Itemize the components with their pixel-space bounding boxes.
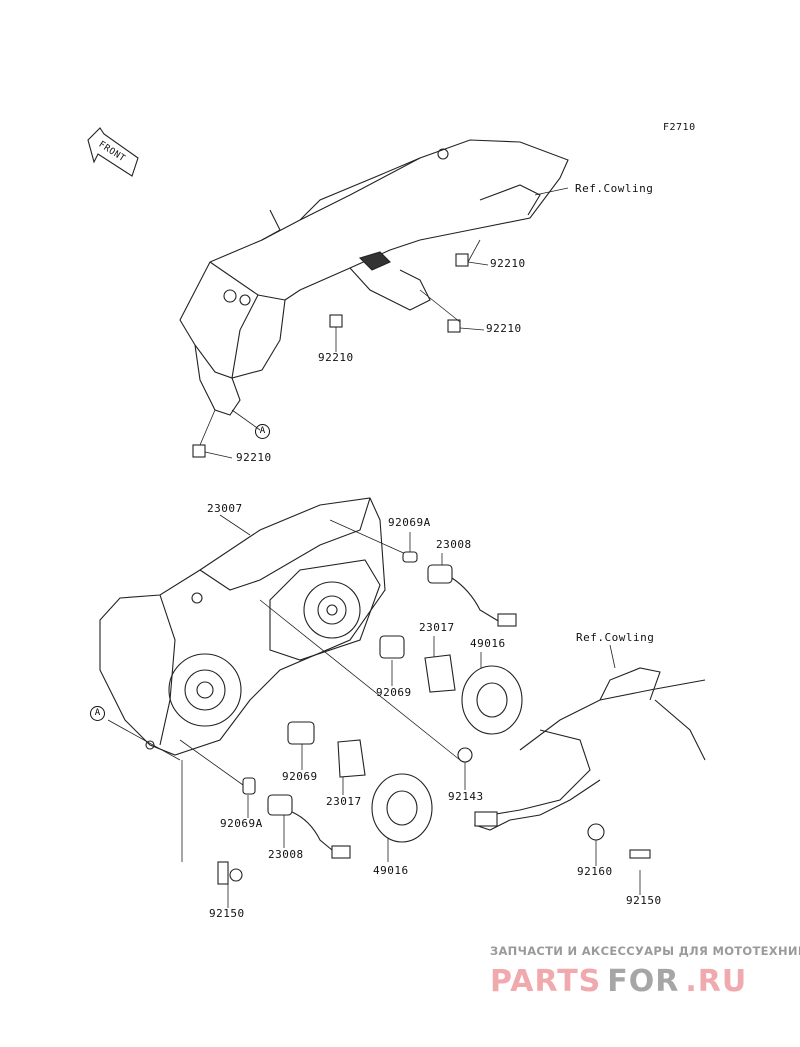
part-label[interactable]: 49016	[470, 637, 506, 650]
part-label[interactable]: 23007	[207, 502, 243, 515]
part-label[interactable]: 49016	[373, 864, 409, 877]
inner-cowling-drawing	[179, 139, 569, 416]
part-label[interactable]: 23008	[268, 848, 304, 861]
clip-92210	[192, 253, 469, 458]
callout-a-top: A	[255, 424, 270, 439]
watermark-tagline: ЗАПЧАСТИ И АКСЕССУАРЫ ДЛЯ МОТОТЕХНИКИ	[490, 944, 800, 958]
watermark-logo-part: FOR	[607, 964, 680, 999]
part-label[interactable]: 92069	[282, 770, 318, 783]
part-label[interactable]: 92210	[318, 351, 354, 364]
part-label[interactable]: 92150	[626, 894, 662, 907]
part-label[interactable]: 92210	[486, 322, 522, 335]
diagram-code: F2710	[663, 122, 696, 133]
headlight-assembly-drawing	[99, 497, 386, 756]
part-label[interactable]: 23008	[436, 538, 472, 551]
part-label[interactable]: 92210	[236, 451, 272, 464]
part-label[interactable]: 23017	[326, 795, 362, 808]
part-label[interactable]: 92069A	[220, 817, 263, 830]
part-label[interactable]: 92143	[448, 790, 484, 803]
leader-lines	[107, 187, 641, 908]
bulbs-drawing	[217, 551, 651, 885]
part-label[interactable]: 92069	[376, 686, 412, 699]
part-label[interactable]: 92210	[490, 257, 526, 270]
part-label[interactable]: 92069A	[388, 516, 431, 529]
part-label[interactable]: 23017	[419, 621, 455, 634]
watermark-logo-part: PARTS	[490, 964, 602, 999]
watermark-logo-part: .RU	[685, 964, 748, 999]
part-label[interactable]: 92160	[577, 865, 613, 878]
part-label[interactable]: 92150	[209, 907, 245, 920]
ref-cowling-label-top: Ref.Cowling	[575, 182, 654, 195]
front-arrow-icon	[87, 127, 139, 177]
ref-cowling-label-bottom: Ref.Cowling	[576, 631, 655, 644]
cowling-stay-drawing	[473, 667, 706, 831]
callout-a-bottom: A	[90, 706, 105, 721]
